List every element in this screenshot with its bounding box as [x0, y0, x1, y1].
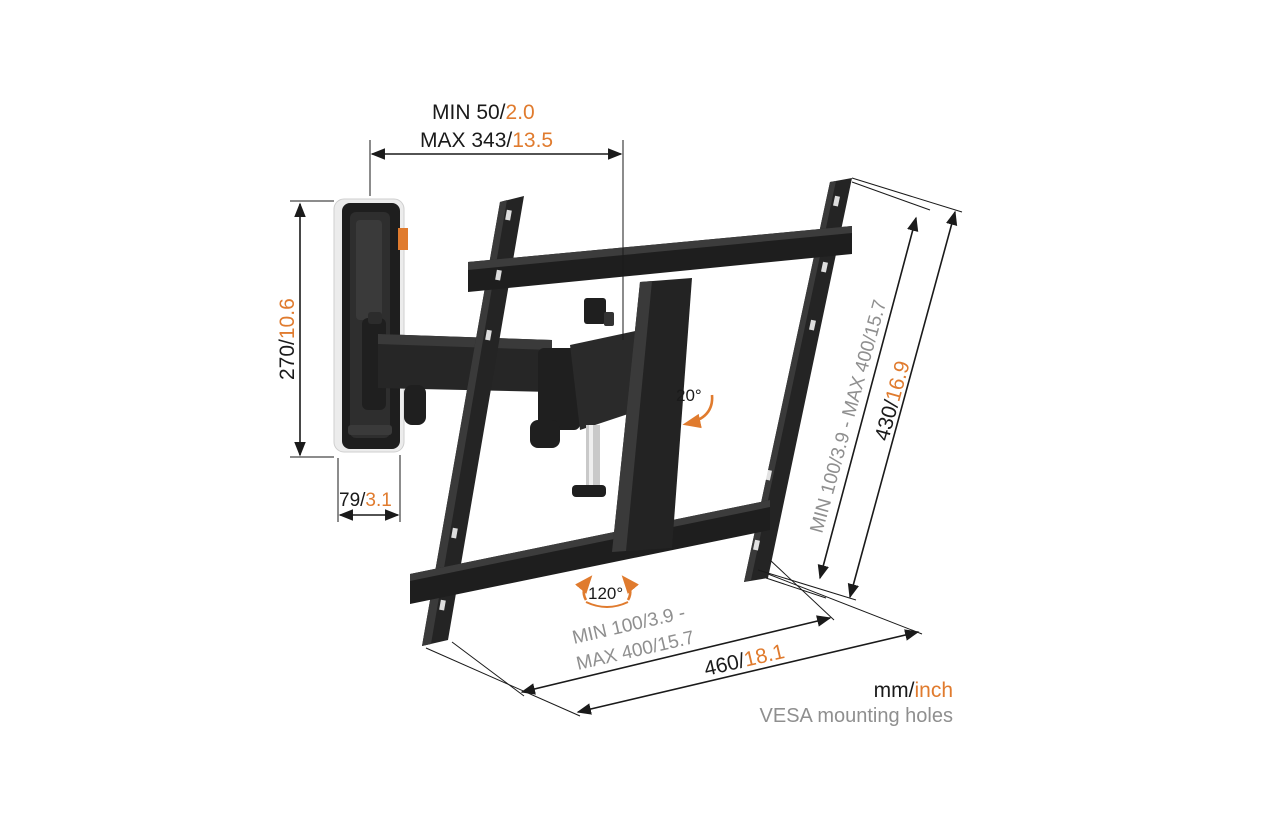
wall-depth-label: 79/3.1 — [339, 490, 392, 511]
total-height-label: 430/16.9 — [871, 358, 915, 443]
legend: mm/inch VESA mounting holes — [760, 679, 953, 727]
swivel-arrow-icon — [575, 575, 639, 608]
safety-lock-tab — [398, 228, 408, 250]
units-label: mm/inch — [874, 679, 953, 702]
wall-height-label: 270/10.6 — [276, 298, 299, 380]
dimension-lines — [290, 140, 963, 717]
tilt-arrow-icon — [682, 394, 714, 429]
depth-labels: MIN 50/2.0 MAX 343/13.5 — [420, 101, 553, 152]
depth-max-label: MAX 343/13.5 — [420, 129, 553, 152]
tv-mount-illustration — [333, 178, 852, 646]
vesa-plate — [410, 178, 852, 646]
depth-min-label: MIN 50/2.0 — [432, 101, 535, 124]
swing-arm — [362, 298, 640, 497]
vesa-note-label: VESA mounting holes — [760, 705, 953, 727]
tilt-angle-label: 20° — [676, 386, 702, 405]
swivel-angle-label: 120° — [588, 584, 623, 603]
vesa-horizontal-label: MIN 100/3.9 - MAX 400/15.7 — [570, 603, 696, 675]
